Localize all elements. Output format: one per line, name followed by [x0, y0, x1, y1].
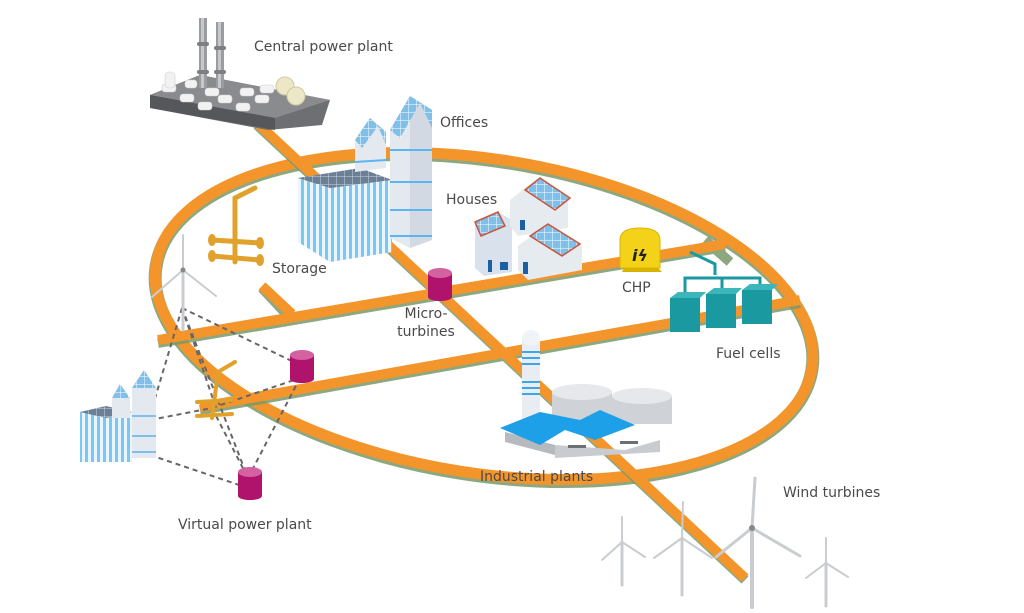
wind-turbine-icon: [653, 501, 713, 597]
label-industrial-plants: Industrial plants: [480, 469, 594, 485]
vpp-storage-icon: [195, 360, 237, 420]
houses-icon: [474, 177, 582, 280]
storage-icon: [208, 185, 264, 266]
label-central-power-plant: Central power plant: [254, 39, 393, 55]
industrial-plants-icon: [500, 330, 672, 458]
label-microturbines: Micro- turbines: [390, 305, 462, 341]
wind-turbine-icon: [601, 516, 646, 587]
label-fuel-cells: Fuel cells: [716, 346, 781, 362]
vpp-microturbine-icon: [238, 467, 262, 500]
vpp-offices-icon: [80, 370, 156, 462]
chp-icon: iϟ: [619, 227, 662, 272]
label-microturbines-line1: Micro-: [404, 306, 448, 322]
wind-turbines-group: [151, 234, 849, 609]
label-virtual-power-plant: Virtual power plant: [178, 517, 312, 533]
offices-icon: [298, 96, 432, 262]
microturbine-icon: [428, 268, 452, 301]
central-power-plant-icon: [150, 18, 330, 130]
label-offices: Offices: [440, 115, 489, 131]
main-ring-line: [149, 146, 819, 486]
label-microturbines-line2: turbines: [397, 324, 455, 340]
label-chp: CHP: [622, 280, 651, 296]
chp-glyph: iϟ: [632, 246, 648, 265]
grid-line-storage: [258, 282, 296, 318]
wind-turbine-icon: [805, 537, 849, 608]
label-storage: Storage: [272, 261, 327, 277]
vpp-microturbine-icon: [290, 350, 314, 383]
wind-turbine-icon: [714, 476, 802, 609]
label-houses: Houses: [446, 192, 498, 208]
fuel-cells-icon: [670, 250, 778, 332]
wind-turbine-icon: [151, 234, 217, 332]
label-wind-turbines: Wind turbines: [783, 485, 881, 501]
